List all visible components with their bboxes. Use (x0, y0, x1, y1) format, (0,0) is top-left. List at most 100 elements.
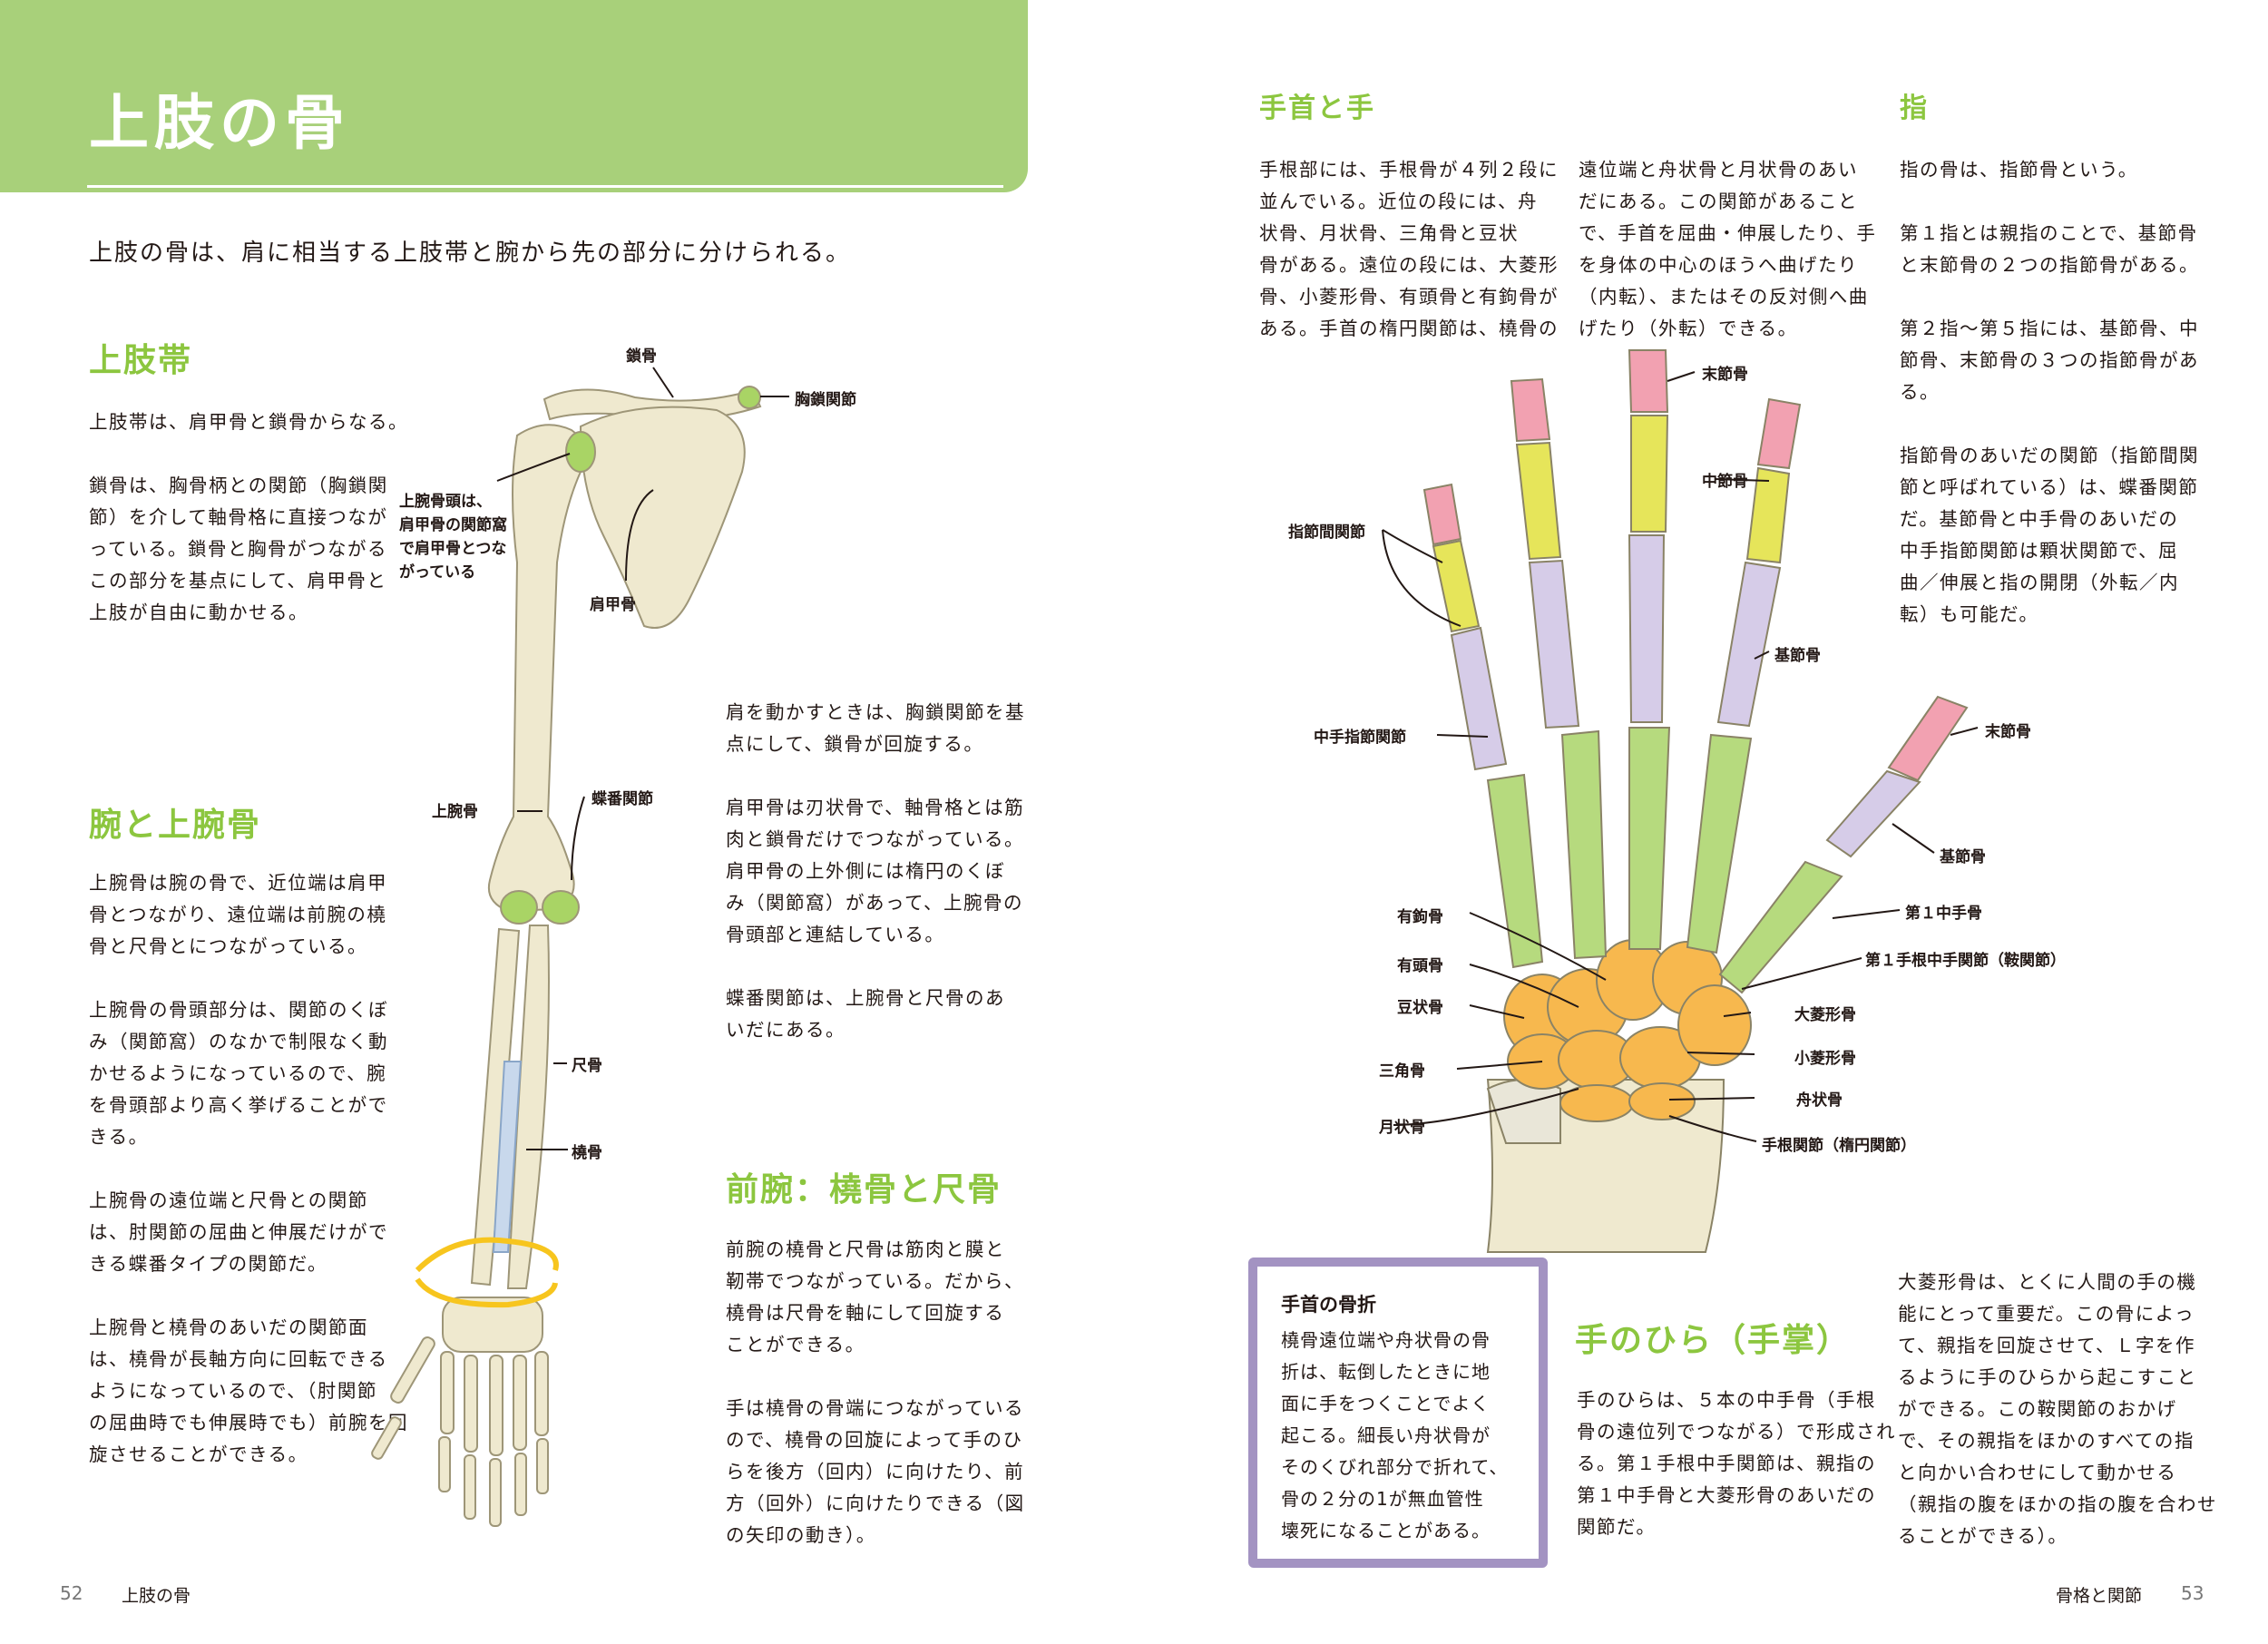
box-body: 橈骨遠位端や舟状骨の骨 折は、転倒したときに地 面に手をつくことでよく 起こる。… (1281, 1325, 1520, 1547)
line: と末節骨の２つの指節骨がある。 (1900, 254, 2199, 276)
line: 上腕骨の遠位端と尺骨との関節 (89, 1189, 368, 1211)
text-tenohira: 手のひらは、５本の中手骨（手根 骨の遠位列でつながる）で形成され る。第１手根中… (1577, 1385, 1896, 1543)
interosseous-membrane (492, 1061, 523, 1253)
line: 骨がある。遠位の段には、大菱形 (1259, 254, 1559, 276)
heading-jyoushitai: 上肢帯 (89, 342, 193, 379)
line: 折は、転倒したときに地 (1281, 1361, 1491, 1383)
line: 第１指とは親指のことで、基節骨 (1900, 222, 2198, 244)
para: 上腕骨は腕の骨で、近位端は肩甲 骨とつながり、遠位端は前腕の橈 骨と尺骨とにつな… (89, 867, 408, 963)
line: は、橈骨が長軸方向に回転できる (89, 1348, 388, 1370)
line: 上腕骨と橈骨のあいだの関節面 (89, 1316, 368, 1338)
heading-ude: 腕と上腕骨 (89, 807, 262, 844)
line: 肉と鎖骨だけでつながっている。 (726, 828, 1024, 850)
label-trapezoid: 小菱形骨 (1794, 1050, 1856, 1068)
label-hamate: 有鉤骨 (1397, 908, 1443, 926)
line: ことができる。 (726, 1334, 865, 1355)
para: 肩甲骨は刃状骨で、軸骨格とは筋 肉と鎖骨だけでつながっている。 肩甲骨の上外側に… (726, 792, 1025, 951)
line: 起こる。細長い舟状骨が (1281, 1424, 1491, 1446)
line: の屈曲時でも伸展時でも）前腕を回 (89, 1412, 408, 1434)
radius-bone (470, 927, 521, 1287)
line: 骨頭部と連結している。 (726, 924, 945, 945)
elbow-joint-right (542, 890, 580, 925)
footer-right-title: 骨格と関節 (2056, 1586, 2143, 1606)
line: 鎖骨は、胸骨柄との関節（胸鎖関 (89, 475, 388, 496)
line: 関節だ。 (1577, 1516, 1657, 1538)
line: ようになっているので、（肘関節 (89, 1380, 377, 1402)
line: 骨の２分の1が無血管性 (1281, 1488, 1484, 1510)
line: この部分を基点にして、肩甲骨と (89, 570, 387, 592)
label-first-cmc-joint: 第１手根中手関節（鞍関節） (1865, 952, 2066, 970)
label-distal-phalanx: 末節骨 (1702, 366, 1748, 384)
line: 節）を介して軸骨格に直接つなが (89, 506, 388, 528)
text-tekubi-col1: 手根部には、手根骨が４列２段に 並んでいる。近位の段には、舟 状骨、月状骨、三角… (1259, 154, 1559, 345)
line: 方（回外）に向けたりできる（図 (726, 1492, 1025, 1514)
line: 骨、小菱形骨、有頭骨と有鉤骨が (1259, 286, 1559, 308)
line: 骨と尺骨とにつながっている。 (89, 935, 367, 957)
line: げたり（外転）できる。 (1579, 318, 1798, 339)
box-title: 手首の骨折 (1281, 1294, 1376, 1316)
line: る。 (1900, 381, 1940, 403)
label-hinge-joint: 蝶番関節 (591, 790, 653, 808)
line: 骨の遠位列でつながる）で形成され (1577, 1421, 1896, 1443)
para: 上腕骨と橈骨のあいだの関節面 は、橈骨が長軸方向に回転できる ようになっているの… (89, 1312, 408, 1471)
label-proximal-phalanx: 基節骨 (1774, 647, 1821, 665)
label-interphalangeal-joint: 指節間関節 (1288, 524, 1365, 542)
ulna-bone (506, 925, 550, 1289)
line: の矢印の動き）。 (726, 1524, 876, 1546)
line: 肩甲骨の関節窩 (399, 516, 507, 534)
line: 肩甲骨の上外側には楕円のくぼ (726, 860, 1005, 882)
carpal-bones (1503, 939, 1752, 1122)
line: （親指の腹をほかの指の腹を合わせ (1898, 1493, 2217, 1515)
metacarpal-bones (1486, 727, 1843, 994)
line: きる蝶番タイプの関節だ。 (89, 1253, 327, 1275)
line: がっている (399, 563, 476, 582)
label-radius: 橈骨 (572, 1144, 602, 1162)
line: 手根部には、手根骨が４列２段に (1259, 159, 1559, 181)
line: 手は橈骨の骨端につながっている (726, 1397, 1024, 1419)
line: るように手のひらから起こすこと (1898, 1366, 2197, 1388)
line: み（関節窩）のなかで制限なく動 (89, 1031, 388, 1052)
label-humerus: 上腕骨 (432, 803, 478, 821)
page-number-right: 53 (2181, 1582, 2204, 1604)
line: は、肘関節の屈曲と伸展だけがで (89, 1221, 388, 1243)
line: きる。 (89, 1126, 149, 1148)
line: ので、橈骨の回旋によって手のひ (726, 1429, 1023, 1451)
line: だ。基節骨と中手骨のあいだの (1900, 508, 2179, 530)
line: 面に手をつくことでよく (1281, 1393, 1491, 1414)
line: 壊死になることがある。 (1281, 1520, 1491, 1541)
line: 能にとって重要だ。この骨によっ (1898, 1303, 2195, 1325)
arm-illustration (371, 386, 762, 1527)
page-number-left: 52 (60, 1582, 83, 1604)
line: （内転）、またはその反対側へ曲 (1579, 286, 1869, 308)
heading-zenwan: 前腕：橈骨と尺骨 (726, 1171, 1002, 1209)
line: 橈骨遠位端や舟状骨の骨 (1281, 1329, 1491, 1351)
line: 節と呼ばれている）は、蝶番関節 (1900, 476, 2199, 498)
line: 肩甲骨は刃状骨で、軸骨格とは筋 (726, 797, 1025, 818)
line: 曲／伸展と指の開閉（外転／内 (1900, 572, 2179, 593)
label-thumb-proximal-phalanx: 基節骨 (1940, 848, 1986, 866)
label-ulna: 尺骨 (572, 1057, 602, 1075)
rotation-arrow-icon (415, 1237, 559, 1273)
line: 第１中手骨と大菱形骨のあいだの (1577, 1484, 1876, 1506)
label-triquetrum: 三角骨 (1379, 1062, 1425, 1081)
fracture-callout-box: 手首の骨折 橈骨遠位端や舟状骨の骨 折は、転倒したときに地 面に手をつくことでよ… (1248, 1257, 1548, 1568)
hand-illustration (1422, 349, 1969, 1253)
header-band (0, 0, 1028, 192)
line: 上腕骨の骨頭部分は、関節のくぼ (89, 999, 388, 1021)
para: 肩を動かすときは、胸鎖関節を基 点にして、鎖骨が回旋する。 (726, 697, 1025, 760)
line: 上腕骨頭は、 (399, 493, 492, 511)
arm-leader-lines (496, 367, 789, 1150)
label-capitate: 有頭骨 (1397, 957, 1443, 975)
para: 蝶番関節は、上腕骨と尺骨のあ いだにある。 (726, 983, 1025, 1046)
line: 上腕骨は腕の骨で、近位端は肩甲 (89, 872, 388, 894)
text-zenwan: 前腕の橈骨と尺骨は筋肉と膜と 靭帯でつながっている。だから、 橈骨は尺骨を軸にし… (726, 1234, 1025, 1551)
line: 節骨、末節骨の３つの指節骨があ (1900, 349, 2199, 371)
header-rule (87, 185, 1003, 188)
label-thumb-distal-phalanx: 末節骨 (1985, 723, 2031, 741)
label-radiocarpal-joint: 手根関節（楕円関節） (1762, 1137, 1916, 1155)
proximal-phalanges (1450, 534, 1921, 858)
line: る。第１手根中手関節は、親指の (1577, 1453, 1876, 1474)
line: と向かい合わせにして動かせる (1898, 1462, 2177, 1483)
para: 指の骨は、指節骨という。 (1900, 159, 2138, 181)
line: 大菱形骨は、とくに人間の手の機 (1898, 1271, 2197, 1293)
